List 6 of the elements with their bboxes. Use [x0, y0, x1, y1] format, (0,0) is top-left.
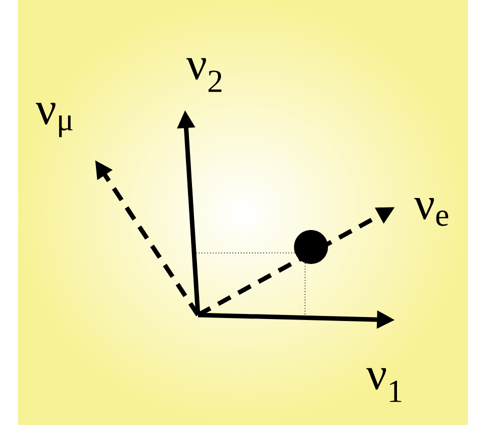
axis-label: ν$_{μ}$ — [36, 102, 72, 138]
projection-line — [304, 262, 306, 316]
state-dot — [294, 230, 328, 264]
axis-label: ν$_{2}$ — [186, 58, 222, 92]
axis-label: ν$_{e}$ — [414, 198, 448, 226]
axis-label: ν$_{1}$ — [366, 368, 402, 402]
